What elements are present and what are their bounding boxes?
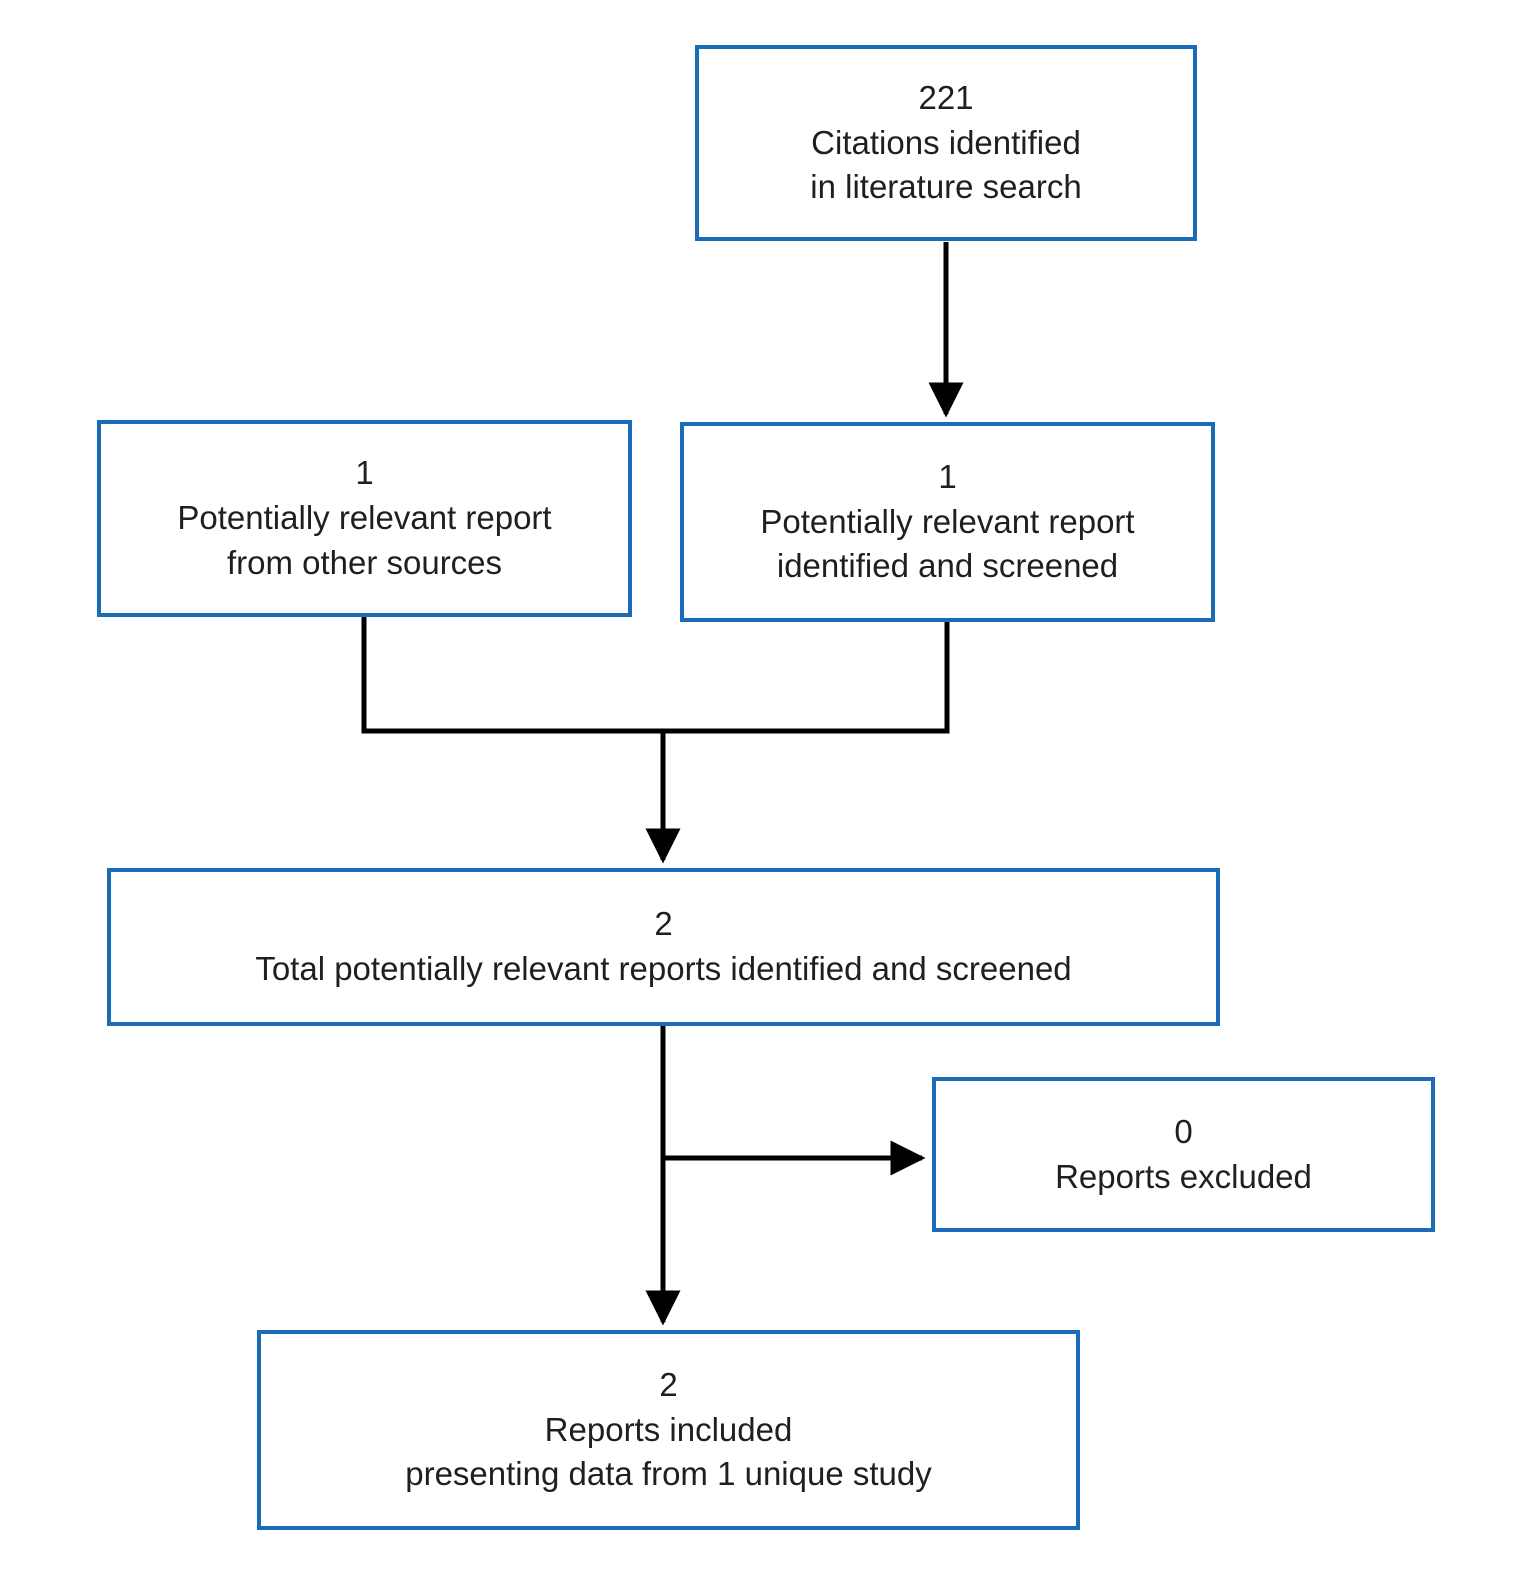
box-reports-included: 2 Reports included presenting data from …: [257, 1330, 1080, 1530]
box-reports-excluded: 0 Reports excluded: [932, 1077, 1435, 1232]
box-identified-screened-line2: identified and screened: [776, 547, 1119, 585]
box-citations-line1: Citations identified: [811, 123, 1081, 161]
box-other-sources-count: 1: [355, 454, 374, 492]
box-other-sources: 1 Potentially relevant report from other…: [97, 420, 632, 617]
box-identified-screened-count: 1: [938, 457, 957, 495]
box-total-reports-line1: Total potentially relevant reports ident…: [255, 950, 1072, 987]
box-citations-line2: in literature search: [810, 168, 1082, 206]
box-reports-excluded-count: 0: [1174, 1112, 1193, 1150]
box-reports-included-count: 2: [659, 1365, 678, 1403]
box-citations-identified: 221 Citations identified in literature s…: [695, 45, 1197, 241]
box-reports-included-line1: Reports included: [544, 1410, 793, 1448]
box-identified-screened: 1 Potentially relevant report identified…: [680, 422, 1215, 622]
box-other-sources-line2: from other sources: [226, 543, 503, 581]
box-reports-included-line2: presenting data from 1 unique study: [405, 1455, 932, 1493]
box-citations-count: 221: [918, 78, 974, 116]
box-total-reports: 2 Total potentially relevant reports ide…: [107, 868, 1220, 1026]
connector-merge-lines: [361, 617, 950, 734]
box-other-sources-line1: Potentially relevant report: [177, 499, 552, 537]
box-total-reports-count: 2: [654, 905, 673, 943]
box-reports-excluded-line1: Reports excluded: [1055, 1157, 1312, 1195]
box-identified-screened-line1: Potentially relevant report: [760, 502, 1135, 540]
